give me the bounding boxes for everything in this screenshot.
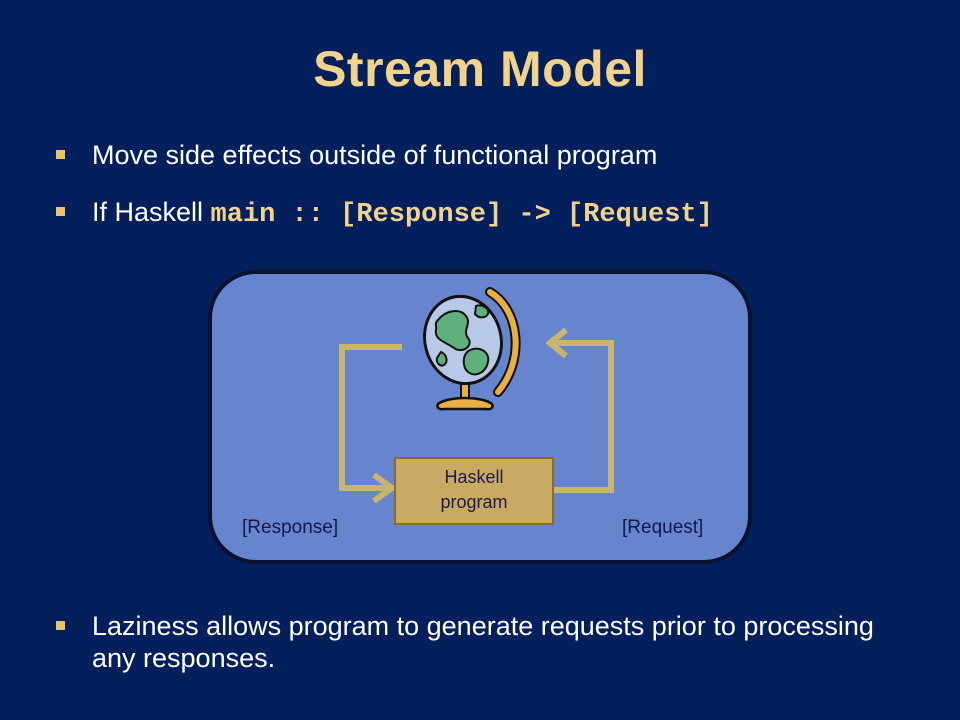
request-label: [Request] (622, 517, 704, 538)
bullet-marker (56, 207, 65, 216)
bullet-2-prefix: If Haskell (92, 197, 211, 227)
request-arrow-head (545, 327, 568, 359)
globe-icon (423, 287, 521, 411)
bullet-3-text: Laziness allows program to generate requ… (92, 611, 874, 673)
haskell-program-box: Haskell program (394, 457, 554, 525)
type-signature-code: main :: [Response] -> [Request] (210, 200, 713, 230)
response-label: [Response] (242, 517, 339, 538)
bullet-1-text: Move side effects outside of functional … (92, 140, 658, 170)
request-arrow-line (548, 340, 614, 493)
program-box-line1: Haskell (444, 467, 504, 487)
response-arrow-head (372, 472, 398, 504)
response-arrow-line (339, 344, 402, 491)
bullet-2-text: If Haskell main :: [Response] -> [Reques… (92, 196, 912, 231)
slide-title: Stream Model (313, 41, 647, 97)
bullet-marker (56, 621, 65, 630)
program-box-line2: program (440, 492, 508, 512)
bullet-marker (56, 150, 65, 159)
